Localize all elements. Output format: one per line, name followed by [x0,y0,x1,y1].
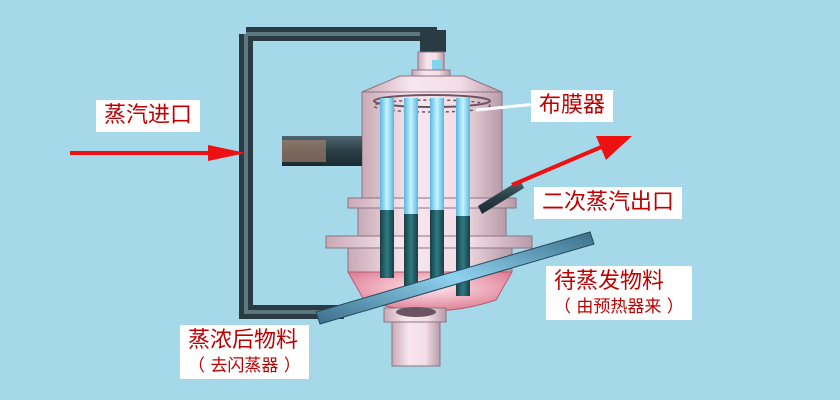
label-steam-inlet: 蒸汽进口 [96,100,201,132]
vessel-head [361,75,503,93]
label-film-distributor: 布膜器 [531,90,614,122]
return-pipe [239,27,446,319]
label-secondary-steam-outlet-text: 二次蒸汽出口 [542,190,675,215]
top-nozzle [411,51,451,79]
label-concentrated-product-note: （ 去闪蒸器 ） [188,356,301,376]
label-steam-inlet-text: 蒸汽进口 [104,103,193,128]
feed-pipe [315,231,595,325]
steam-inlet-pipe [282,136,362,166]
label-secondary-steam-outlet: 二次蒸汽出口 [534,187,683,219]
label-film-distributor-text: 布膜器 [539,93,606,118]
secondary-steam-arrow [511,136,632,187]
label-concentrated-product-text: 蒸浓后物料 [188,328,299,353]
secondary-steam-outlet-pipe [478,180,524,214]
label-concentrated-product: 蒸浓后物料 （ 去闪蒸器 ） [180,325,309,379]
distributor-leader-line [475,102,537,112]
steam-inlet-arrow [70,145,246,161]
label-feed-material-note: （ 由预热器来 ） [554,297,684,317]
pipe-elbow [420,30,446,52]
label-feed-material: 待蒸发物料 （ 由预热器来 ） [546,266,692,320]
bottom-outlet [383,307,447,367]
label-feed-material-text: 待蒸发物料 [554,269,665,294]
